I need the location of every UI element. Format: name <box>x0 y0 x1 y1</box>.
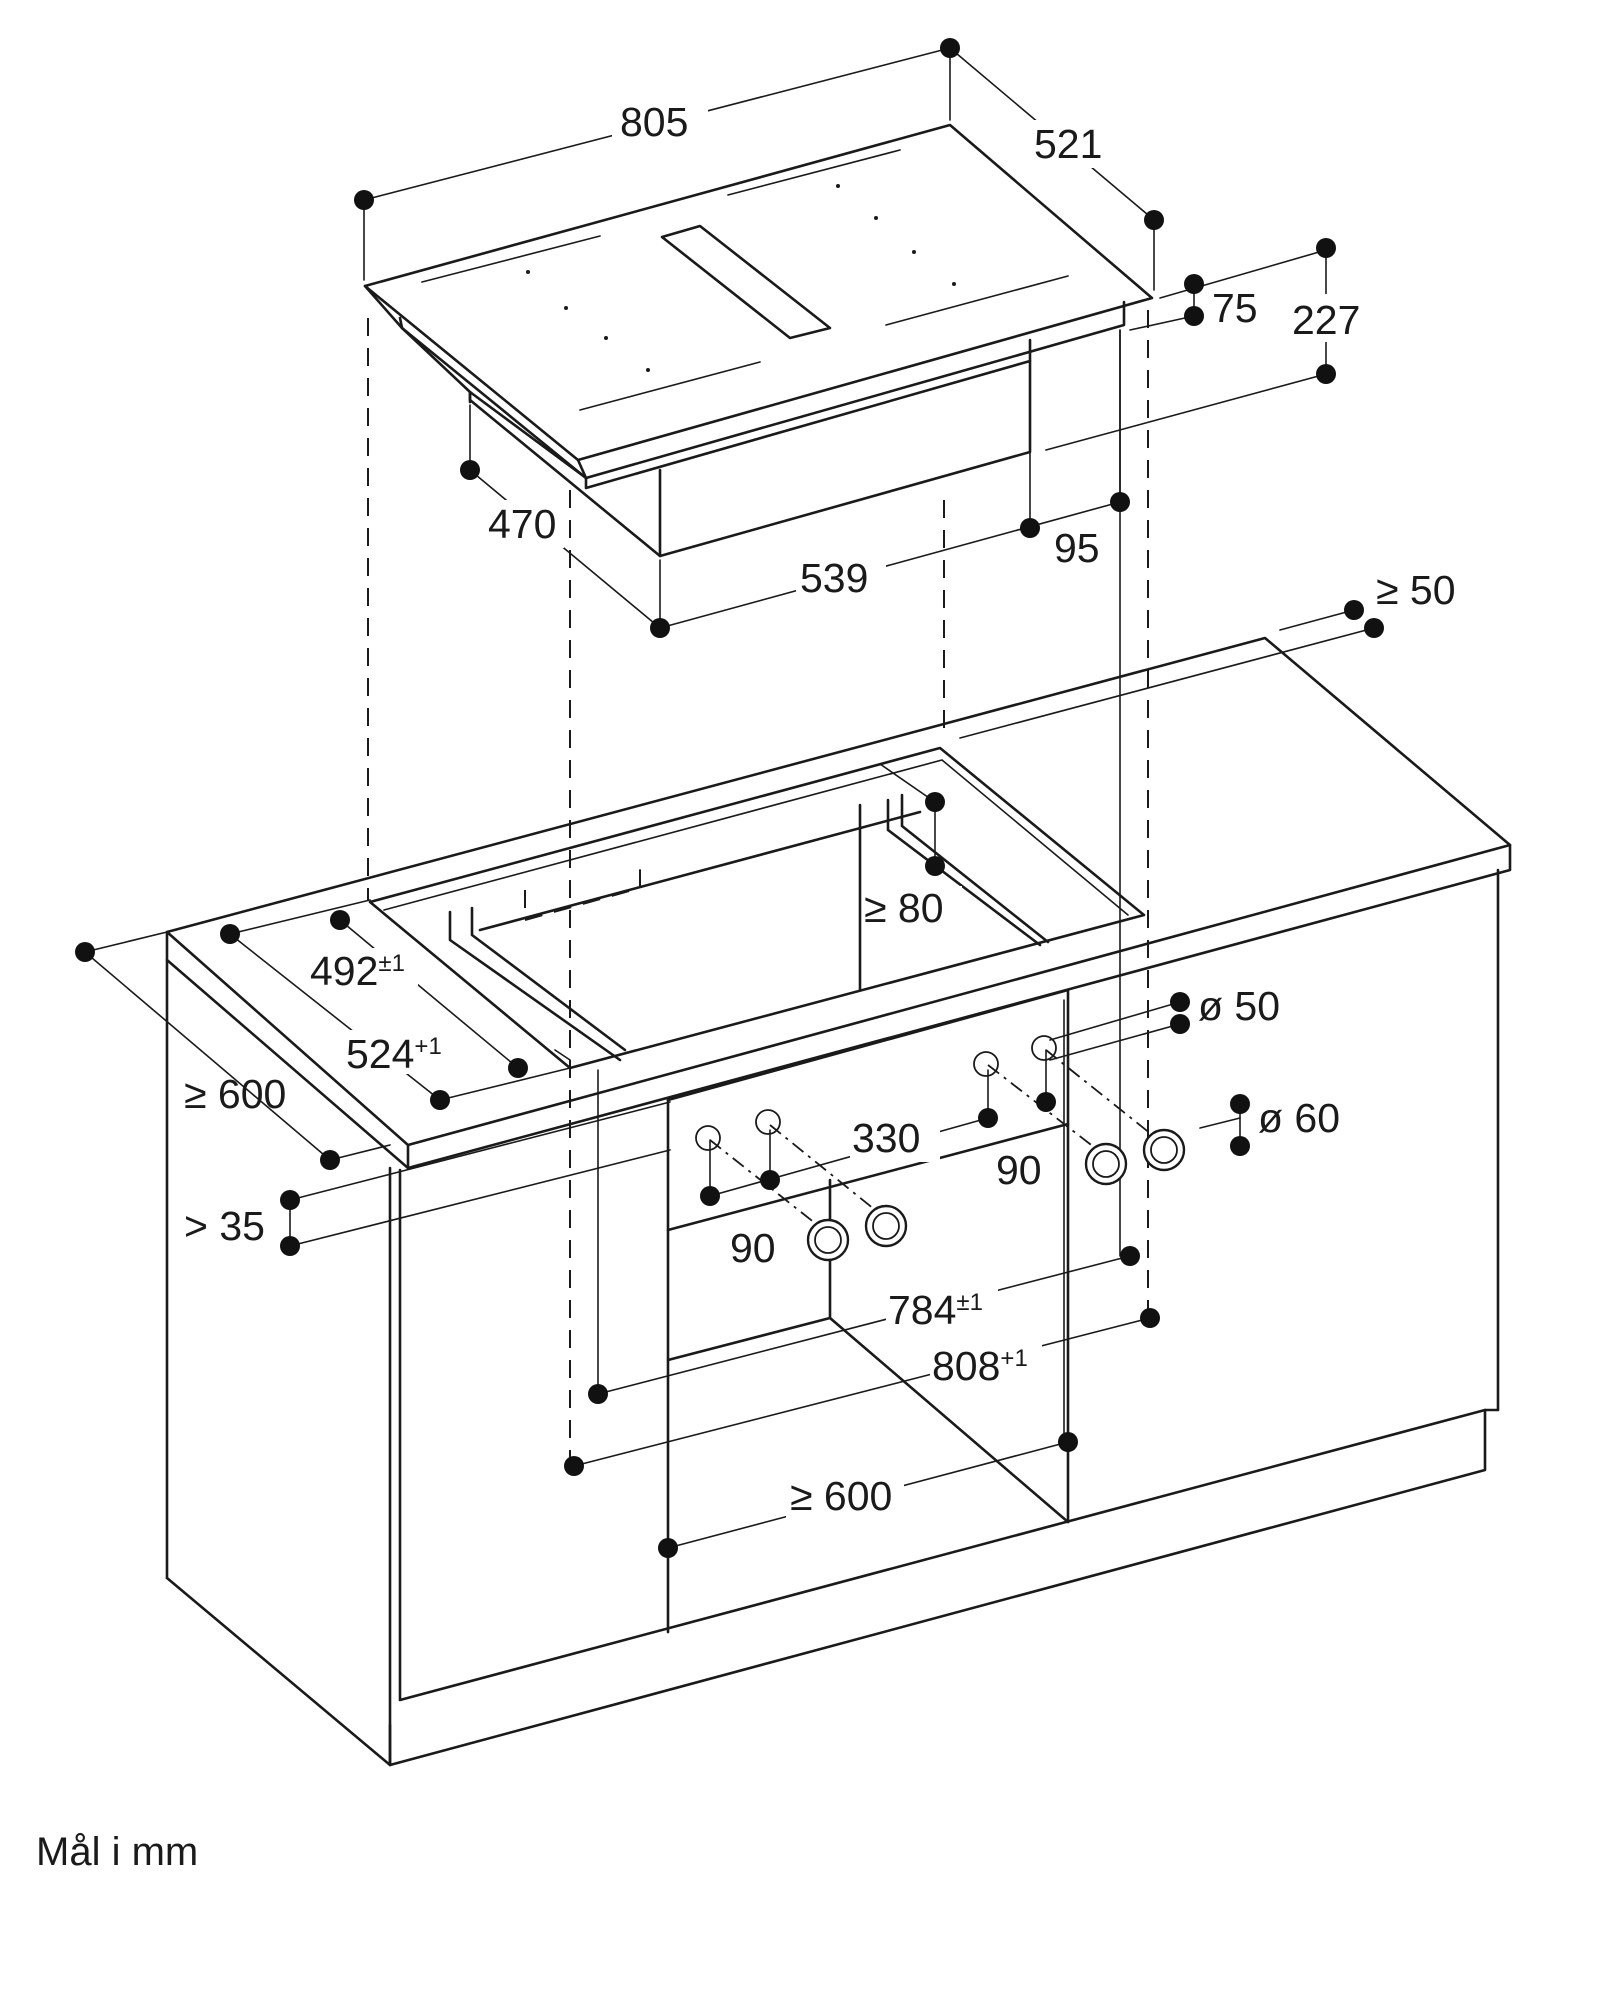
label-worktop-thickness: > 35 <box>184 1203 265 1249</box>
label-cutout-width-outer: 808+1 <box>932 1343 1028 1389</box>
dimension-dots <box>75 38 1384 1558</box>
knob-icon <box>806 1218 850 1262</box>
hidden-flange <box>524 860 641 922</box>
label-clearance-under: ≥ 80 <box>864 885 944 931</box>
label-box-offset: 95 <box>1054 525 1100 571</box>
label-clearance-side: ≥ 50 <box>1376 567 1456 613</box>
label-hole-small: ø 50 <box>1198 983 1280 1029</box>
label-hob-width: 805 <box>620 99 688 145</box>
label-hole-large: ø 60 <box>1258 1095 1340 1141</box>
label-knob-spacing: 330 <box>852 1115 920 1161</box>
label-cabinet-width: ≥ 600 <box>790 1473 892 1519</box>
knob-holes <box>695 1035 1057 1151</box>
knob-icon <box>864 1204 908 1248</box>
hob-glass-edge <box>363 284 1126 480</box>
hole-marker <box>695 1125 721 1151</box>
knob-icon <box>1084 1142 1128 1186</box>
worktop-cutout <box>368 746 1146 1070</box>
label-knob-pitch-right: 90 <box>996 1147 1042 1193</box>
hole-marker <box>1031 1035 1057 1061</box>
hole-marker <box>755 1109 781 1135</box>
hob-vent-strip <box>660 224 832 340</box>
alignment-guides <box>367 310 1149 1466</box>
control-knobs <box>806 1128 1186 1262</box>
hole-marker <box>973 1051 999 1077</box>
units-caption: Mål i mm <box>36 1830 199 1874</box>
label-box-depth: 470 <box>488 501 556 547</box>
dimension-lines <box>84 47 1375 1549</box>
label-worktop-depth: ≥ 600 <box>184 1071 286 1117</box>
hob-unit <box>363 123 1154 558</box>
label-hob-depth: 521 <box>1034 121 1102 167</box>
label-cutout-depth-outer: 524+1 <box>346 1031 442 1077</box>
knob-icon <box>1142 1128 1186 1172</box>
label-cutout-width: 784±1 <box>888 1287 983 1333</box>
label-box-width: 539 <box>800 555 868 601</box>
label-hob-thickness: 75 <box>1212 285 1258 331</box>
dimension-labels: 805 521 75 227 470 539 95 ≥ 50 ≥ 80 492±… <box>184 96 1456 1522</box>
label-cutout-depth: 492±1 <box>310 948 405 994</box>
label-total-height: 227 <box>1292 297 1360 343</box>
hob-glass-top <box>363 123 1154 462</box>
label-knob-pitch-left: 90 <box>730 1225 776 1271</box>
